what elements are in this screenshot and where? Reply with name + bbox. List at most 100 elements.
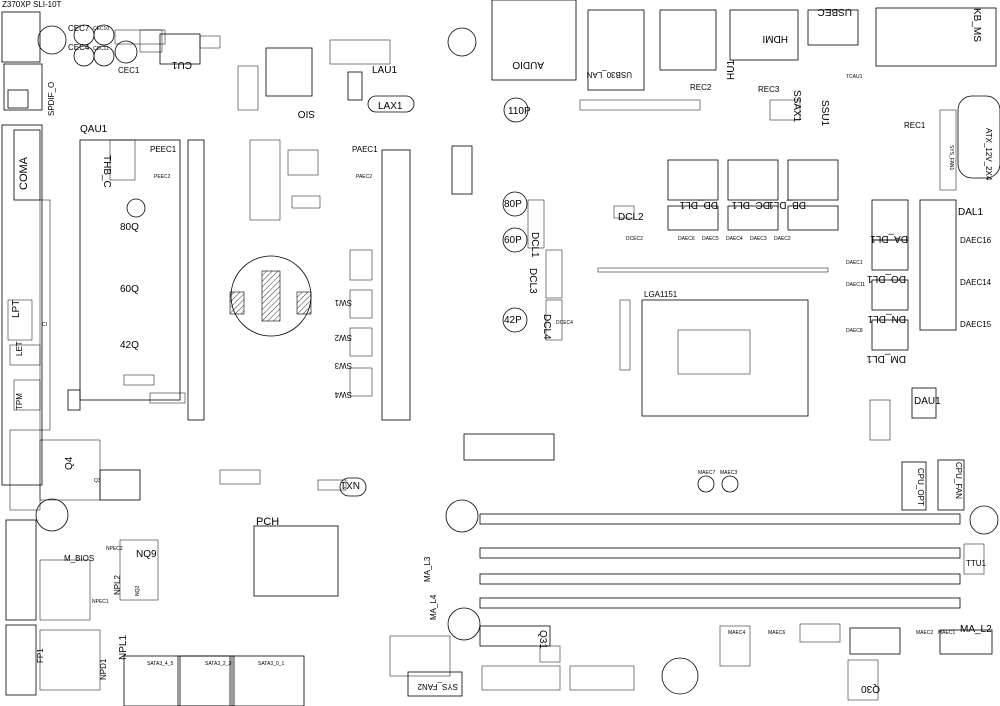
label-usbec: USBEC: [818, 6, 852, 17]
label-sata3-45: SATA3_4_5: [147, 661, 173, 667]
pch-chip: [219, 469, 367, 597]
label-42p: 42P: [504, 315, 522, 326]
label-ssu1: SSU1: [819, 100, 830, 127]
label-nq9: NQ9: [136, 549, 157, 560]
label-daec3: DAEC3: [750, 236, 767, 242]
label-maec6: MAEC6: [768, 630, 785, 636]
label-da-dl1: DA_DL1: [870, 233, 908, 244]
label-thb-c: THB_C: [101, 155, 112, 188]
label-peec1: PEEC1: [150, 145, 177, 154]
label-cec4: CEC4: [68, 43, 90, 52]
label-npd1: NPD1: [99, 658, 108, 680]
label-do-dl1: DO_DL1: [867, 273, 906, 284]
label-q30: Q30: [861, 683, 880, 694]
label-cec7: CEC7: [68, 24, 90, 33]
label-cu1: CU1: [172, 59, 192, 70]
label-cec10: CEC10: [93, 26, 109, 32]
cpu-fan-area: [463, 387, 999, 535]
sio-area: [237, 27, 477, 221]
label-cec1: CEC1: [118, 66, 140, 75]
label-maec7: MAEC7: [698, 470, 715, 476]
label-lpt: LPT: [11, 300, 22, 318]
label-qau1: QAU1: [80, 124, 108, 135]
label-npl2: NPL2: [113, 574, 122, 595]
label-lax1: LAX1: [378, 101, 403, 112]
label-maec4: MAEC4: [728, 630, 745, 636]
cpu-vrm-area: [502, 159, 957, 351]
label-dc-dl1: DC_DL1: [731, 199, 770, 210]
label-paec1: PAEC1: [352, 145, 378, 154]
label-ma-l2: MA_L2: [960, 624, 992, 635]
label-tpm: TPM: [15, 393, 24, 410]
label-cpu-opt: CPU_OPT: [916, 468, 925, 506]
label-spdif-o: SPDIF_O: [47, 82, 56, 116]
label-dcl3: DCL3: [527, 268, 538, 294]
label-daec8: DAEC8: [846, 328, 863, 334]
label-dn-dl1: DN_DL1: [867, 313, 906, 324]
lower-left-area: [35, 439, 305, 706]
mounting-hole: [37, 25, 67, 55]
dimm-slots: [445, 499, 985, 641]
label-usb30-lan: USB30_LAN: [586, 70, 632, 79]
label-ttu1: TTU1: [966, 559, 987, 568]
label-dcec4: DCEC4: [556, 320, 573, 326]
label-daec15: DAEC15: [960, 320, 992, 329]
label-q31: Q31: [537, 630, 548, 649]
label-ma-l4: MA_L4: [429, 594, 438, 620]
label-lau1: LAU1: [372, 65, 397, 76]
label-daec11: DAEC11: [846, 282, 865, 288]
label-peec2: PEEC2: [154, 174, 171, 180]
label-audio: AUDIO: [512, 59, 544, 70]
pcie-area-left: [67, 139, 205, 421]
left-top-area: [1, 11, 221, 111]
label-dcl4: DCL4: [541, 314, 552, 340]
label-dcl2: DCL2: [618, 212, 644, 223]
label-nx1: NX1: [340, 479, 360, 490]
label-atx-12v: ATX_12V_2X4: [984, 128, 993, 181]
label-dm-dl1: DM_DL1: [866, 353, 906, 364]
center-slot-area: [229, 145, 473, 421]
label-kb-ms: KB_MS: [971, 8, 982, 42]
label-nq2: NQ2: [135, 586, 141, 597]
label-pch: PCH: [256, 516, 279, 528]
label-ma-l3: MA_L3: [423, 556, 432, 582]
rear-io: [491, 0, 1000, 191]
label-sata3-01: SATA3_0_1: [258, 661, 284, 667]
label-npec1: NPEC1: [92, 599, 109, 605]
label-42q: 42Q: [120, 340, 139, 351]
label-rec2: REC2: [690, 83, 712, 92]
label-daec4: DAEC4: [726, 236, 743, 242]
label-lga1151: LGA1151: [644, 290, 678, 299]
label-dcl1: DCL1: [529, 232, 540, 258]
label-paec2: PAEC2: [356, 174, 372, 180]
label-daec2: DAEC2: [774, 236, 791, 242]
label-sys-fan2: SYS_FAN2: [417, 682, 458, 691]
label-60q: 60Q: [120, 284, 139, 295]
label-dau1: DAU1: [914, 396, 941, 407]
label-maec1: MAEC1: [938, 630, 955, 636]
label-db-dl1: DB_DL1: [768, 199, 806, 210]
label-sw3: SW3: [334, 361, 352, 370]
label-110p: 110P: [508, 106, 531, 117]
label-sata3-23: SATA3_2_3: [205, 661, 231, 667]
label-maec3: MAEC3: [720, 470, 737, 476]
label-q3: Q3: [94, 478, 101, 484]
label-daec1: DAEC1: [846, 260, 863, 266]
label-dal1: DAL1: [958, 207, 983, 218]
label-dcec2: DCEC2: [626, 236, 643, 242]
label-ssax1: SSAX1: [791, 90, 802, 123]
bottom-right-area: [389, 623, 993, 701]
label-hu1: HU1: [726, 60, 737, 80]
label-rec1: REC1: [904, 121, 926, 130]
label-tcau1: TCAU1: [846, 74, 863, 80]
label-60p: 60P: [504, 235, 522, 246]
left-edge-connectors: [1, 124, 51, 696]
label-sio: SIO: [298, 108, 315, 119]
label-80p: 80P: [504, 199, 522, 210]
label-fp1: FP1: [36, 648, 45, 663]
label-q4: Q4: [64, 456, 75, 470]
label-sw2: SW2: [334, 333, 352, 342]
label-rec3: REC3: [758, 85, 780, 94]
